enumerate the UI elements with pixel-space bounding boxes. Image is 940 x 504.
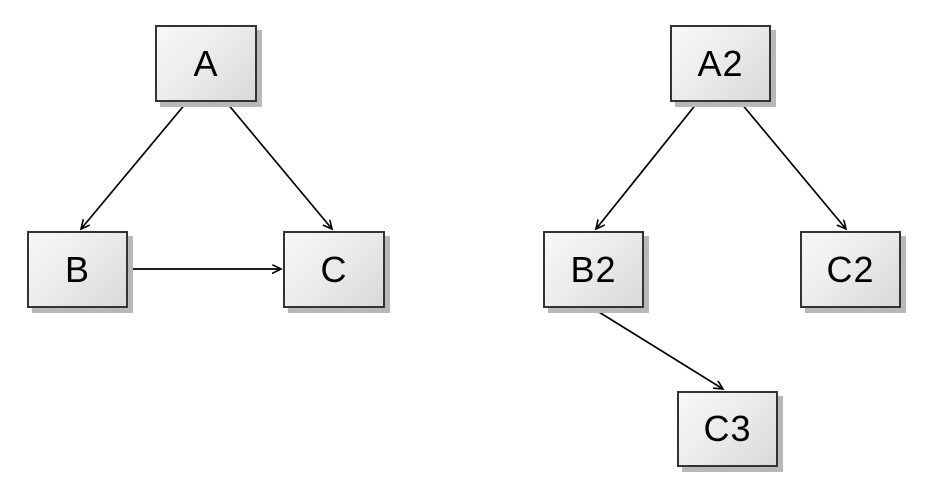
node-b2-label: B2: [570, 248, 617, 290]
node-b-label: B: [64, 248, 90, 290]
edge-a-to-c: [226, 102, 332, 229]
node-c2-label: C2: [826, 248, 875, 290]
node-c2: C2: [800, 231, 901, 308]
node-b2: B2: [543, 231, 644, 308]
node-c-label: C: [320, 248, 348, 290]
edge-a2-to-c2: [740, 102, 846, 229]
node-a2-label: A2: [697, 42, 744, 84]
node-a2: A2: [670, 25, 771, 102]
edge-b2-to-c3: [593, 308, 723, 389]
node-c: C: [283, 231, 385, 308]
edge-a2-to-b2: [596, 102, 698, 229]
node-c3: C3: [677, 391, 778, 467]
edge-a-to-b: [81, 102, 187, 229]
node-a-label: A: [193, 42, 219, 84]
node-b: B: [27, 231, 128, 308]
node-a: A: [155, 25, 257, 102]
node-c3-label: C3: [703, 408, 752, 449]
